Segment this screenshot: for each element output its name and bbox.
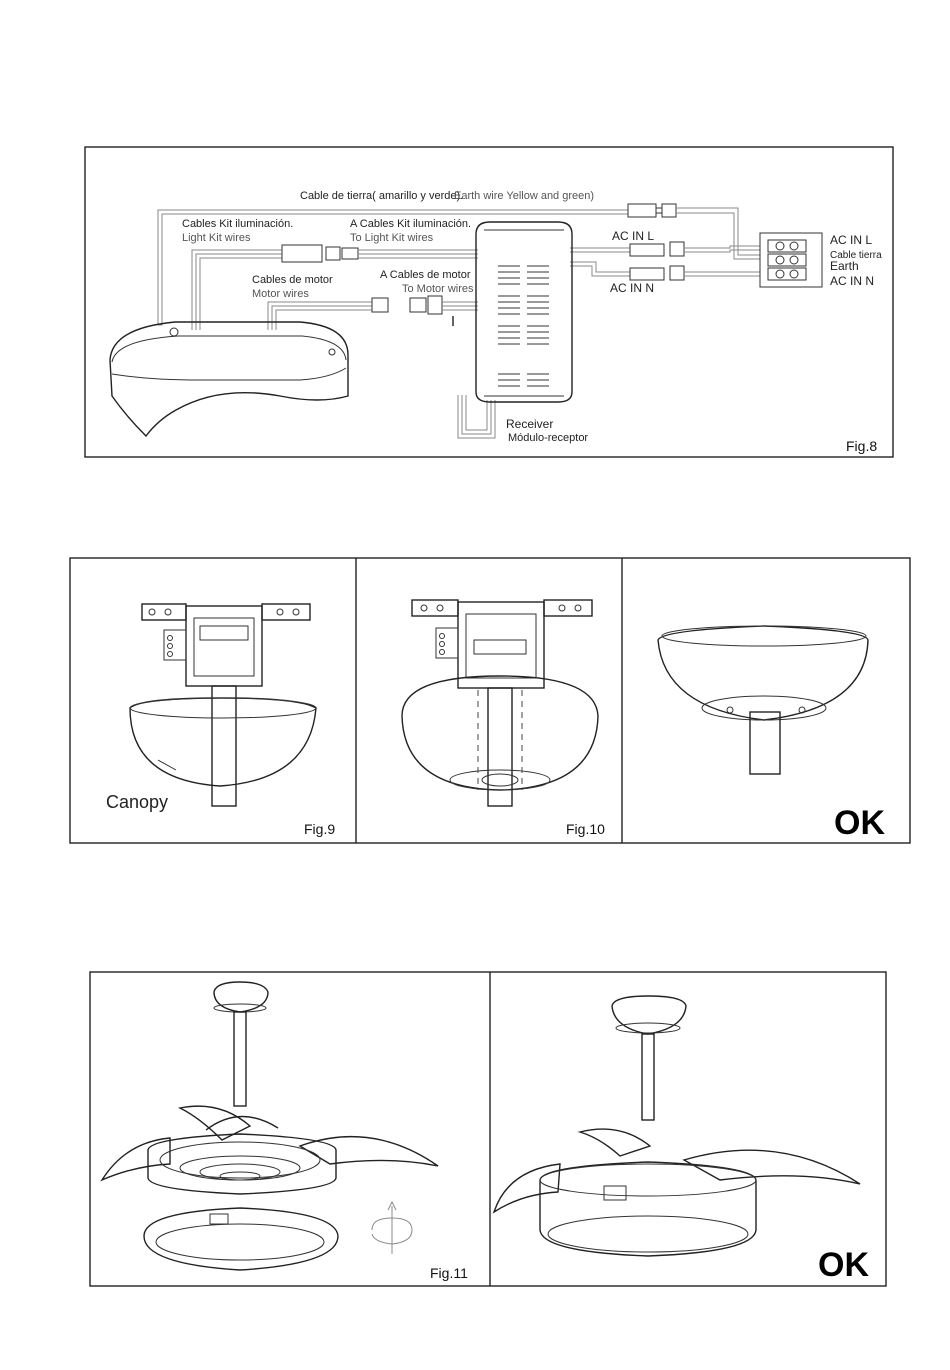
fan-blade-left	[100, 1137, 171, 1182]
motor-wires	[267, 295, 478, 330]
rotate-icon	[371, 1200, 413, 1254]
fan-blade-left-assembled	[492, 1163, 561, 1214]
canopy-install-row: Canopy Fig.9 Fig.10	[69, 557, 911, 844]
fan-blade-left-top	[177, 1105, 252, 1141]
canopy-bowl-raised	[401, 675, 599, 791]
receiver-vents	[498, 265, 549, 387]
receiver-output-wires	[457, 395, 496, 439]
fan-body-assembled	[539, 1161, 757, 1257]
fan-motor-housing	[147, 1133, 337, 1195]
fan-blade-right-assembled	[682, 1149, 861, 1185]
row3-frame	[89, 971, 887, 1287]
ac-in-l-right-label: AC IN L	[830, 233, 872, 247]
ac-wires	[570, 241, 760, 281]
ac-in-n-left-label: AC IN N	[610, 281, 654, 295]
fig9-caption: Fig.9	[304, 821, 335, 837]
ac-in-n-right-label: AC IN N	[830, 274, 874, 288]
ok-panel-fan: OK	[492, 995, 869, 1284]
fan-assembly-row: Fig.11 OK	[89, 971, 887, 1287]
earth-label: Earth	[830, 259, 859, 273]
fan-blade-right	[298, 1135, 439, 1167]
fig10-panel: Fig.10	[401, 599, 605, 837]
fig8-wiring-diagram: Cable de tierra( amarillo y verde). Eart…	[84, 146, 894, 458]
fig8-caption: Fig.8	[846, 438, 877, 454]
ok-panel-canopy: OK	[657, 625, 885, 842]
downrod	[211, 685, 237, 807]
to-light-kit-label-en: To Light Kit wires	[350, 232, 434, 244]
light-kit-wires	[191, 244, 478, 330]
fig11-panel: Fig.11	[100, 981, 468, 1281]
fan-downrod	[233, 1011, 247, 1107]
light-kit-label-en: Light Kit wires	[182, 232, 251, 244]
earth-wire-label-en: Earth wire Yellow and green)	[454, 190, 594, 202]
canopy-installed	[657, 625, 869, 721]
canopy-label: Canopy	[106, 792, 168, 812]
to-light-kit-label-es: A Cables Kit iluminación.	[350, 218, 471, 230]
fig11-caption: Fig.11	[430, 1265, 468, 1281]
ok-label-1: OK	[834, 804, 885, 842]
to-motor-label-es: A Cables de motor	[380, 269, 471, 281]
to-motor-label-en: To Motor wires	[402, 283, 474, 295]
ac-in-l-left-label: AC IN L	[612, 229, 654, 243]
motor-wires-label-es: Cables de motor	[252, 274, 333, 286]
canopy-plate	[109, 321, 349, 438]
mounting-bracket	[141, 603, 311, 687]
fan-canopy-assembled	[611, 995, 687, 1035]
light-ring	[143, 1207, 339, 1271]
earth-wire	[157, 203, 760, 326]
fig8-frame	[84, 146, 894, 458]
ok-label-2: OK	[818, 1246, 869, 1284]
terminal-block	[759, 232, 823, 288]
receiver-label-en: Receiver	[506, 417, 553, 431]
fan-canopy	[213, 981, 269, 1013]
fig9-panel: Canopy Fig.9	[106, 603, 335, 837]
earth-wire-label-es: Cable de tierra( amarillo y verde).	[300, 190, 463, 202]
receiver-module	[475, 221, 573, 403]
light-kit-label-es: Cables Kit iluminación.	[182, 218, 293, 230]
row2-frame	[69, 557, 911, 844]
motor-wires-label-en: Motor wires	[252, 288, 309, 300]
cable-tierra-label: Cable tierra	[830, 250, 882, 261]
receiver-label-es: Módulo-receptor	[508, 432, 588, 444]
fig10-caption: Fig.10	[566, 821, 605, 837]
canopy-bowl	[129, 697, 317, 787]
